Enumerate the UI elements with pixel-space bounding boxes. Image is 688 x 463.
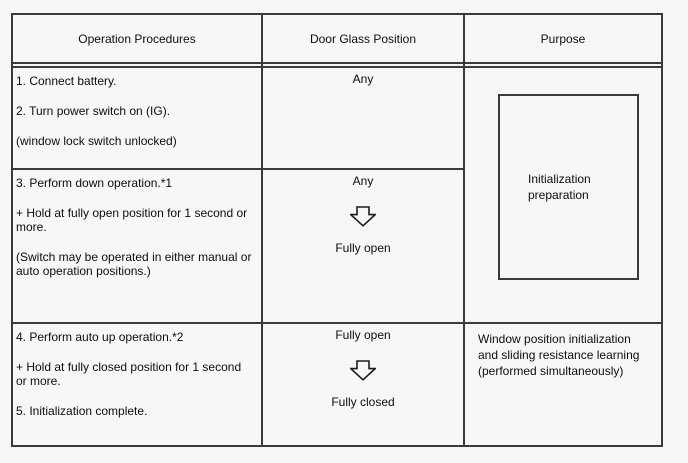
initialization-preparation-box: Initialization preparation [498,94,639,280]
procedures-cell-row2: 3. Perform down operation.*1 + Hold at f… [13,168,263,322]
glass-position-value: Any [352,72,374,86]
procedure-step: 4. Perform auto up operation.*2 [16,330,184,344]
header-divider-gap [263,64,465,66]
purpose-cell-row3: Window position initialization and slidi… [465,322,661,445]
procedure-step: 2. Turn power switch on (IG). [16,104,171,118]
header-cell-operation-procedures: Operation Procedures [13,15,263,64]
procedure-step: 1. Connect battery. [16,74,117,88]
down-arrow-icon [348,360,378,381]
header-cell-door-glass-position: Door Glass Position [263,15,465,64]
initialization-procedure-table: Operation Procedures Door Glass Position… [11,13,663,447]
purpose-cell-merged: Initialization preparation [465,66,661,322]
glass-position-start: Any [352,174,374,188]
glass-position-cell-row3: Fully open Fully closed [263,322,465,445]
glass-position-end: Fully open [335,241,391,255]
glass-position-start: Fully open [335,328,391,342]
procedure-step: + Hold at fully closed position for 1 se… [16,360,242,388]
glass-position-cell-row2: Any Fully open [263,168,465,322]
procedure-step: 3. Perform down operation.*1 [16,176,173,190]
glass-position-end: Fully closed [331,395,395,409]
down-arrow-icon [348,206,378,227]
purpose-label-row3: Window position initialization and slidi… [478,332,640,378]
header-label-purpose: Purpose [540,31,586,46]
glass-position-cell-row1: Any [263,66,465,168]
procedures-cell-row3: 4. Perform auto up operation.*2 + Hold a… [13,322,263,445]
header-label-door-glass-position: Door Glass Position [309,31,417,46]
procedure-note: (window lock switch unlocked) [16,134,177,148]
procedure-step: 5. Initialization complete. [16,404,148,418]
procedures-cell-row1: 1. Connect battery. 2. Turn power switch… [13,66,263,168]
purpose-label-merged: Initialization preparation [528,172,591,202]
header-cell-purpose: Purpose [465,15,661,64]
procedure-note: (Switch may be operated in either manual… [16,250,252,278]
header-divider-gap [13,64,263,66]
procedure-step: + Hold at fully open position for 1 seco… [16,206,248,234]
header-label-operation-procedures: Operation Procedures [78,31,196,46]
